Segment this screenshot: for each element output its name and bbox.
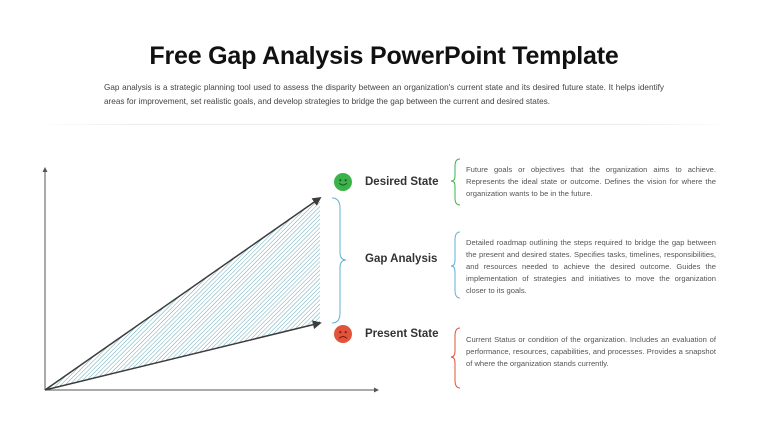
gap-analysis-description: Detailed roadmap outlining the steps req…	[466, 238, 716, 295]
desired-state-label: Desired State	[365, 176, 439, 188]
present-state-description: Current Status or condition of the organ…	[466, 335, 716, 368]
gap-analysis-label: Gap Analysis	[365, 253, 438, 265]
present-brace	[450, 327, 461, 389]
page-title: Free Gap Analysis PowerPoint Template	[149, 42, 619, 70]
present-state-label: Present State	[365, 328, 439, 340]
desired-brace	[450, 158, 461, 206]
gap-brace	[450, 231, 461, 299]
gap-bracket	[331, 197, 347, 324]
desired-arrow	[44, 196, 322, 391]
page-description: Gap analysis is a strategic planning too…	[104, 83, 664, 106]
smiley-face-icon	[334, 173, 352, 191]
present-arrow	[44, 320, 322, 391]
divider	[34, 124, 734, 125]
desired-state-description: Future goals or objectives that the orga…	[466, 165, 716, 198]
sad-face-icon	[334, 325, 352, 343]
